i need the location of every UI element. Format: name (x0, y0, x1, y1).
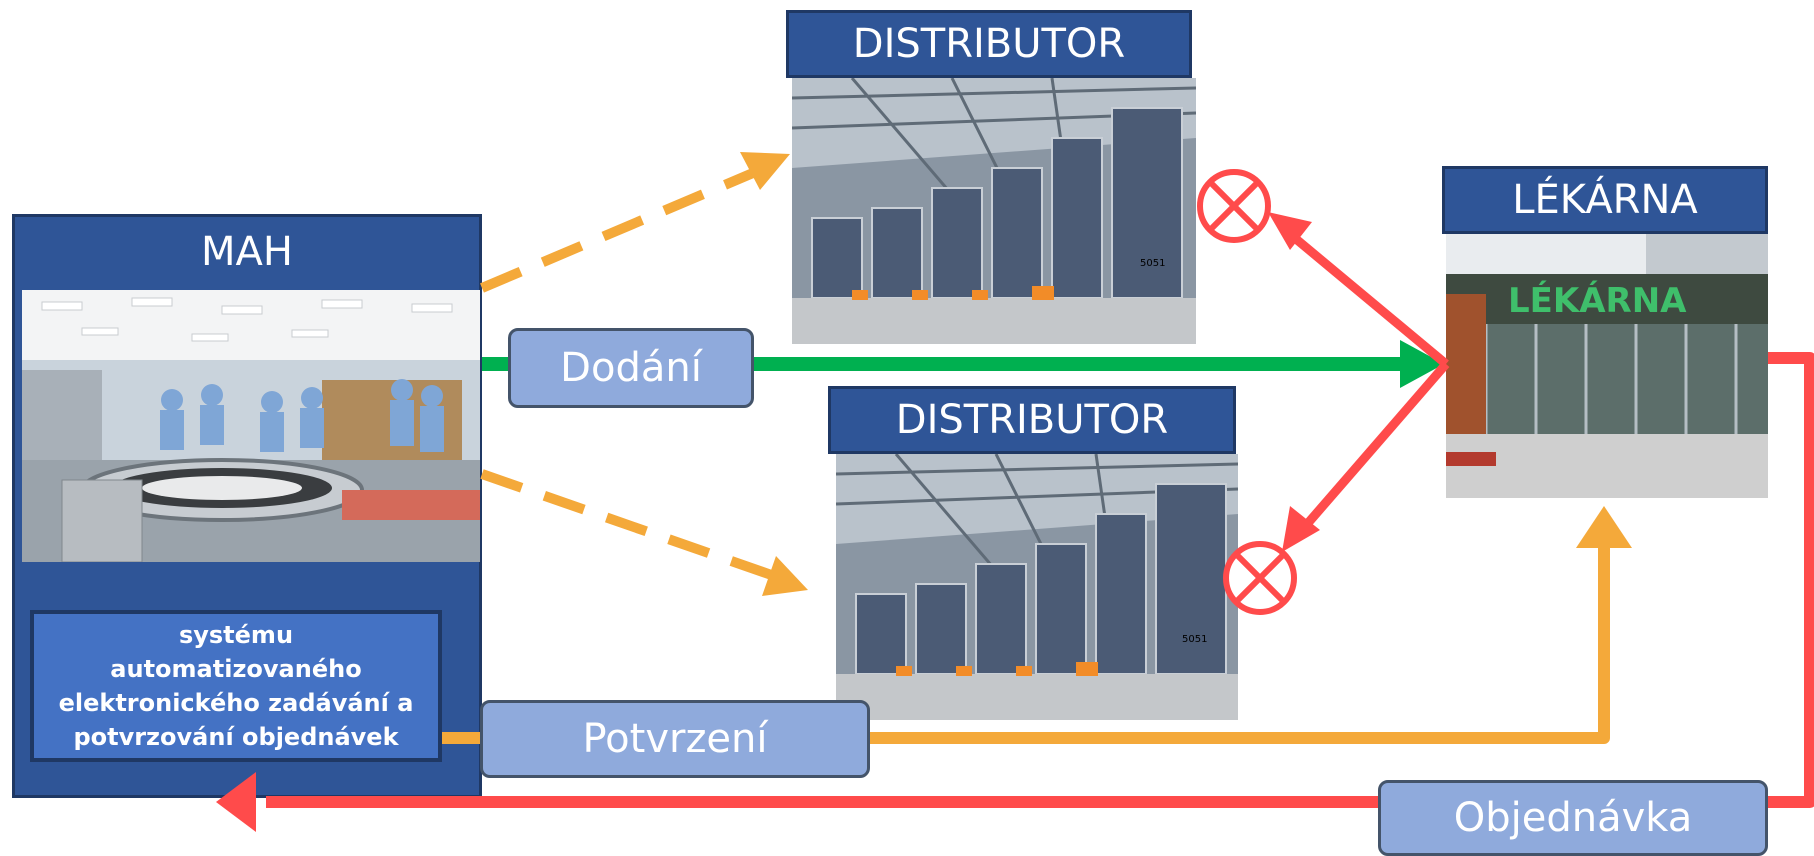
mah-title: MAH (201, 229, 293, 275)
order-arrow-head (216, 772, 256, 832)
blocked-arrow-to-distributor-bottom (1298, 361, 1450, 533)
distributor-top-title: DISTRIBUTOR (786, 10, 1192, 78)
confirmation-label: Potvrzení (480, 700, 870, 778)
dashed-arrow-head-top (740, 152, 790, 190)
blocked-arrow-to-distributor-top (1287, 230, 1449, 368)
dashed-arrow-to-distributor-bottom (480, 469, 782, 583)
blocked-icon-top (1197, 169, 1271, 243)
delivery-label: Dodání (508, 328, 754, 408)
pharmacy-title: LÉKÁRNA (1442, 166, 1768, 234)
dashed-arrow-to-distributor-top (480, 165, 762, 293)
blocked-arrow-head-top (1268, 212, 1312, 250)
warehouse-number-label: 5051 (1140, 258, 1165, 269)
confirmation-arrow-head (1576, 506, 1632, 548)
warehouse-number-label: 5051 (1182, 634, 1207, 645)
order-arrow (266, 352, 1814, 808)
blocked-icon-bottom (1223, 541, 1297, 615)
distributor-bottom-title: DISTRIBUTOR (828, 386, 1236, 454)
pharmacy-storefront-photo: LÉKÁRNA (1446, 234, 1768, 498)
blocked-arrow-head-bottom (1282, 506, 1320, 552)
mah-factory-photo (22, 290, 480, 562)
dashed-arrow-head-bottom (762, 556, 808, 596)
pharmacy-sign-text: LÉKÁRNA (1508, 280, 1687, 321)
delivery-arrow-head (1400, 340, 1444, 388)
ordering-system-box: systému automatizovaného elektronického … (30, 610, 442, 762)
distributor-bottom-warehouse-photo: 5051 (836, 454, 1238, 720)
order-label: Objednávka (1378, 780, 1768, 856)
distributor-top-warehouse-photo: 5051 (792, 78, 1196, 344)
